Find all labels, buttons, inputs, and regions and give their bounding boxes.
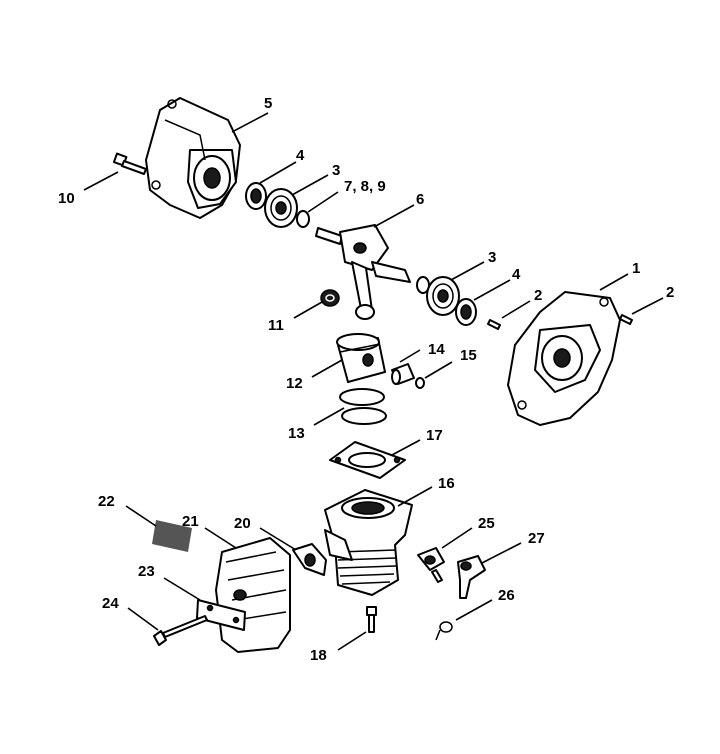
part-circlip [415,377,425,389]
callout-13: 13 [288,425,305,442]
callout-20: 20 [234,515,251,532]
leader-18 [337,631,367,651]
callout-17: 17 [426,427,443,444]
callout-21: 21 [182,513,199,530]
part-spark-screen [152,520,192,552]
leader-789 [307,191,339,213]
leader-2b [631,297,664,315]
part-decompression-valve [417,547,445,583]
callout-11: 11 [268,317,284,334]
leader-22 [125,505,157,527]
leader-11 [293,301,323,319]
part-bearing-3-upper [264,188,298,228]
leader-14 [399,349,421,363]
leader-12 [311,359,343,378]
callout-2-left: 2 [534,287,542,304]
callout-23: 23 [138,563,155,580]
callout-15: 15 [460,347,477,364]
part-seal-4-upper [245,182,267,210]
part-muffler-gasket [292,543,327,576]
callout-7-8-9: 7, 8, 9 [344,178,386,195]
leader-4a [259,161,297,184]
leader-3b [450,261,485,281]
part-muffler-plate [196,599,246,631]
part-cylinder [324,489,413,596]
callout-24: 24 [102,595,119,612]
part-crankcase-right [507,291,621,426]
leader-25 [441,527,473,549]
callout-14: 14 [428,341,445,358]
callout-26: 26 [498,587,515,604]
part-seal-4-lower [455,298,477,326]
callout-12: 12 [286,375,303,392]
part-piston-rings [339,388,387,425]
leader-1 [599,273,629,291]
callout-25: 25 [478,515,495,532]
part-crankshaft [315,224,411,320]
callout-2-right: 2 [666,284,674,301]
leader-27 [481,542,522,564]
leader-24 [127,607,159,631]
callout-4-upper: 4 [296,147,305,164]
part-spring-clip [435,621,453,641]
callout-1: 1 [632,260,640,277]
part-piston [336,333,386,383]
part-piston-pin [391,363,415,385]
part-ring-7-8-9 [296,210,310,228]
leader-26 [455,599,493,621]
callout-22: 22 [98,493,115,510]
part-long-bolt [153,615,208,646]
leader-4b [473,279,511,301]
leader-2a [501,300,531,319]
part-cylinder-gasket [329,441,406,479]
leader-23 [163,577,201,601]
part-muffler [215,537,291,653]
part-bolt-10 [112,152,147,175]
callout-labels: 5 10 4 3 7, 8, 9 6 11 3 4 2 2 1 12 14 15… [58,95,674,664]
callout-10: 10 [58,190,75,207]
leader-21 [204,527,237,549]
leader-6 [373,204,415,228]
leader-15 [424,361,453,379]
callout-3-upper: 3 [332,162,340,179]
callout-6: 6 [416,191,424,208]
callout-4-lower: 4 [512,266,521,283]
part-dowel-pins [487,314,633,330]
part-spark-plug-boot [457,555,486,599]
leader-13 [313,407,345,426]
leader-lines [83,112,664,651]
callout-16: 16 [438,475,455,492]
callout-5: 5 [264,95,272,112]
callout-18: 18 [310,647,327,664]
leader-20 [259,527,297,551]
leader-3a [291,174,329,196]
part-bearing-3-lower [416,276,460,316]
callout-27: 27 [528,530,545,547]
part-needle-cage [320,289,340,307]
callout-3-lower: 3 [488,249,496,266]
leader-17 [391,439,421,456]
part-screw-18 [366,606,377,633]
part-crankcase-left [145,97,241,219]
leader-5 [231,112,269,133]
leader-16 [397,486,433,507]
leader-10 [83,171,119,191]
